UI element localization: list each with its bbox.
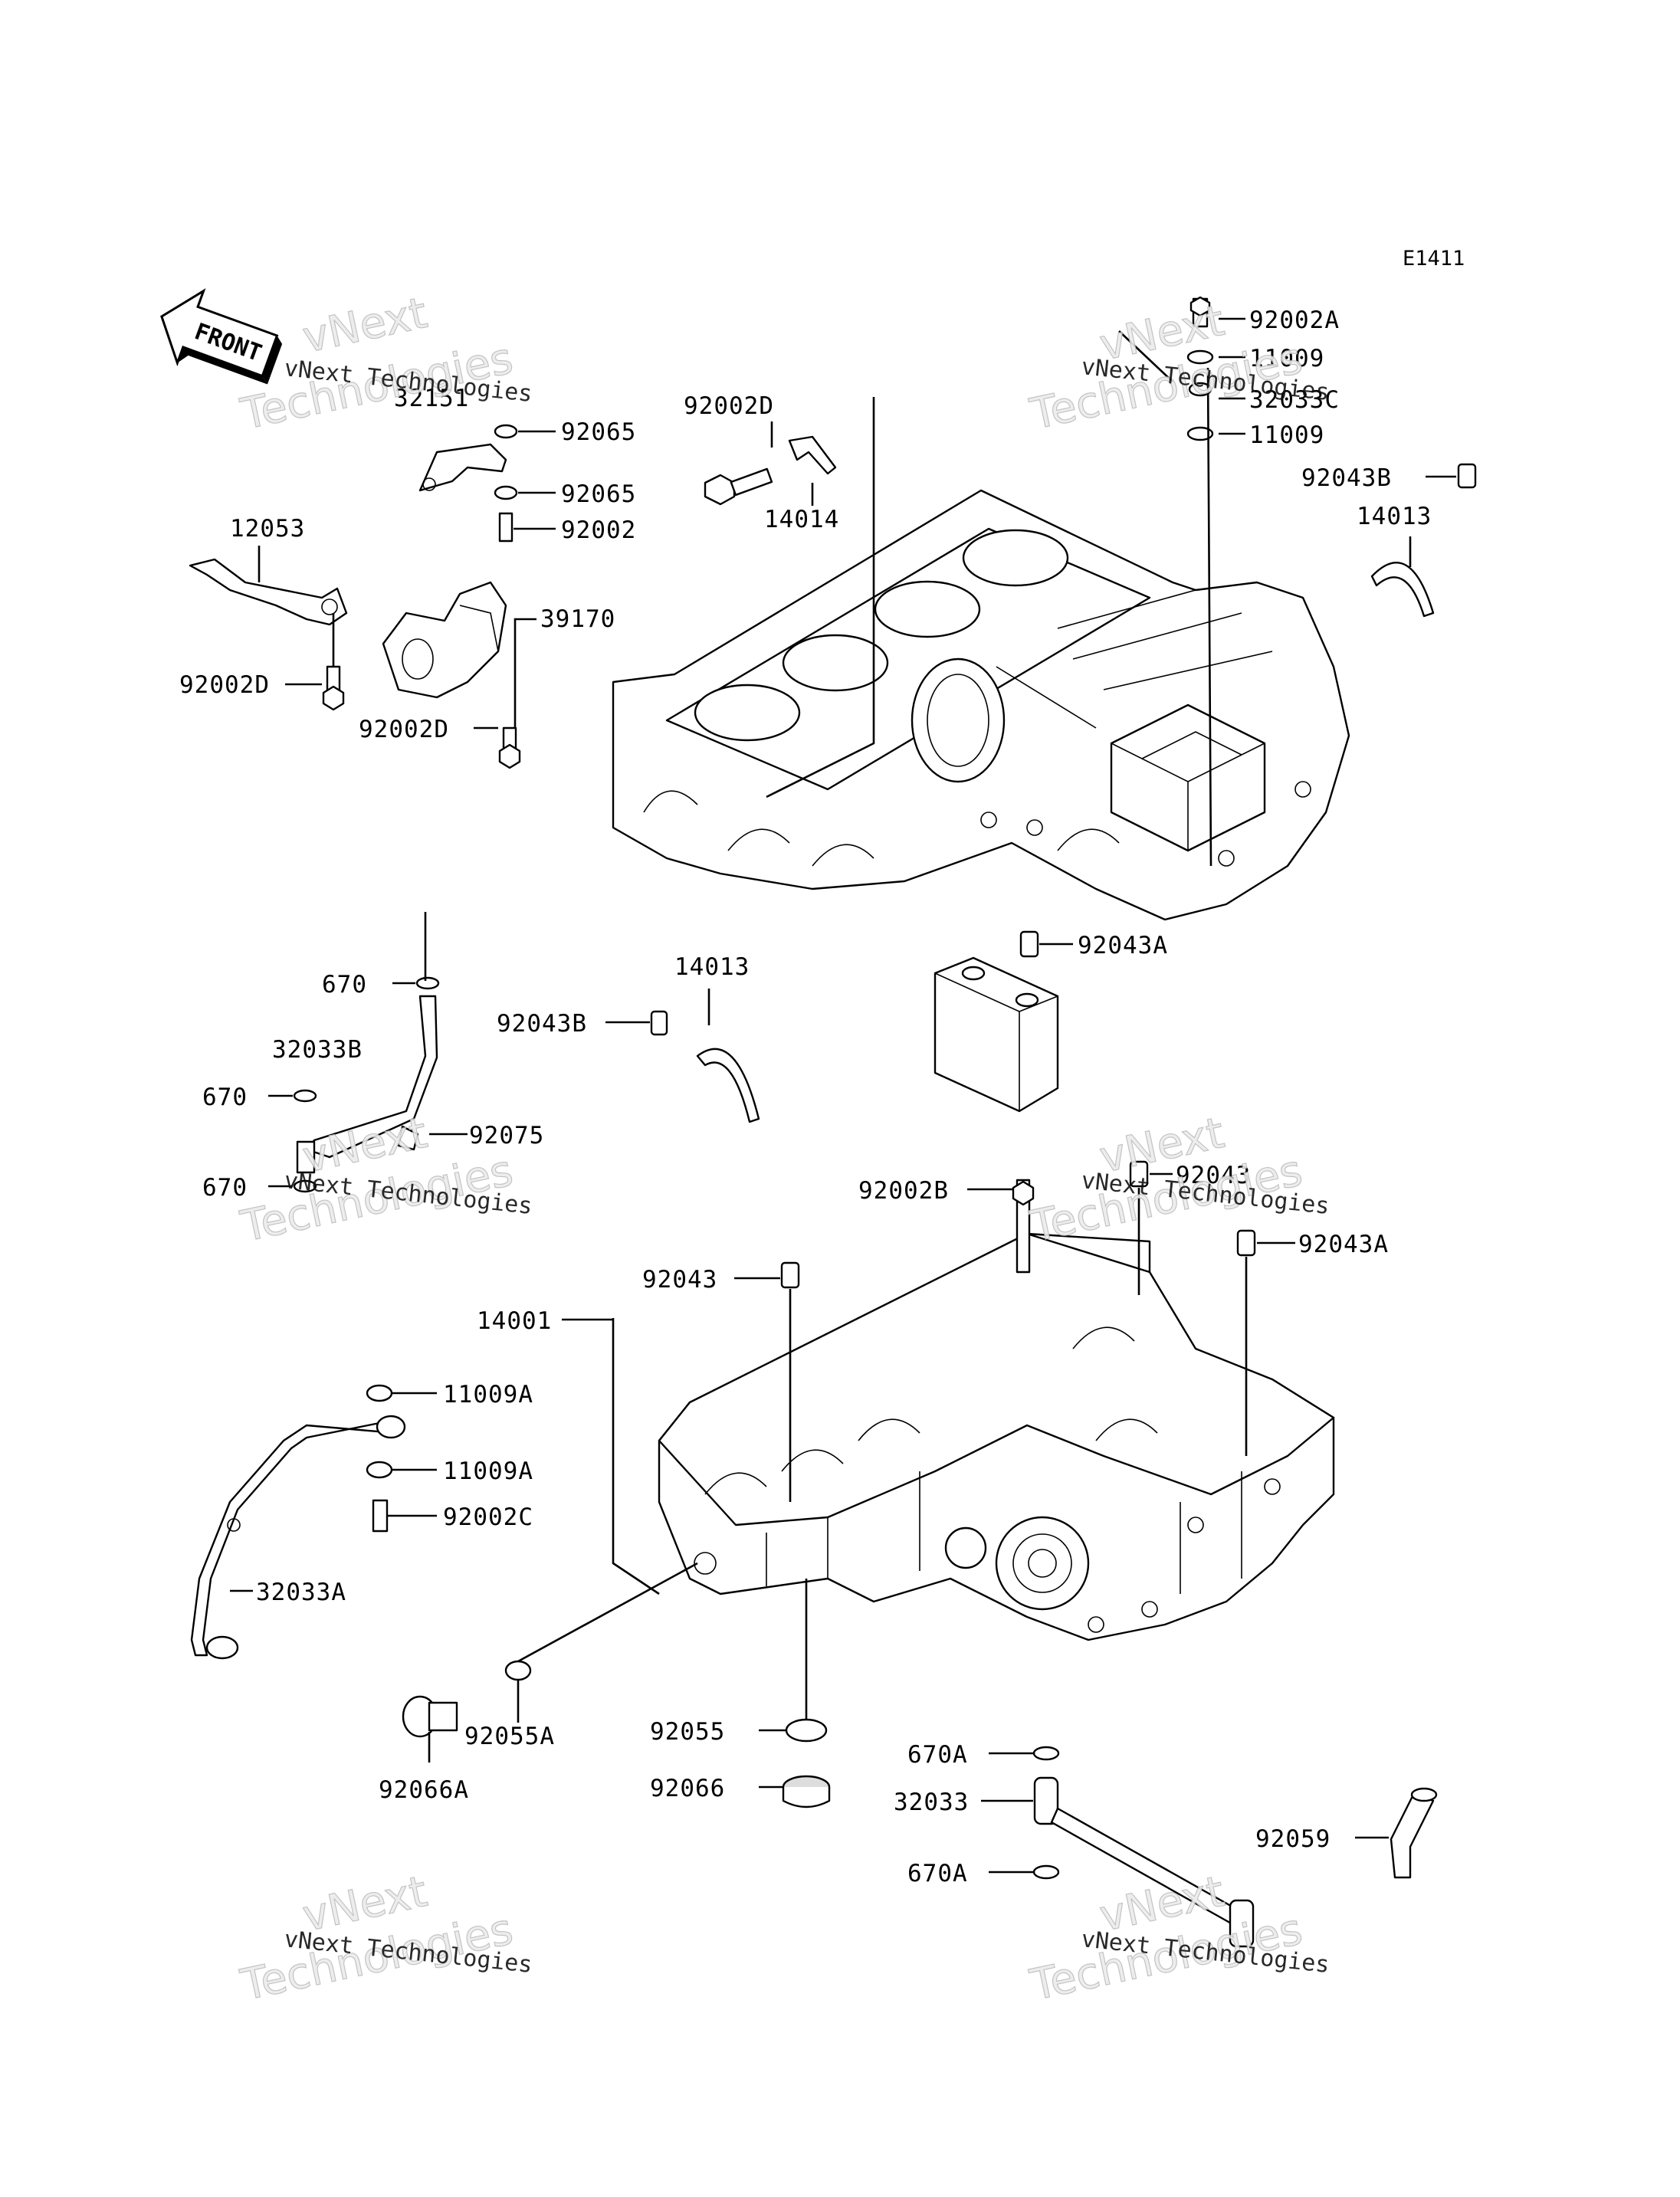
pipe-32033-icon (1033, 1776, 1255, 1948)
watermark-mid-left: vNext Technologies vNext Technologies (236, 1107, 533, 1252)
label-32151[interactable]: 32151 (394, 385, 469, 412)
watermark-top-left: vNext Technologies vNext Technologies (236, 287, 533, 440)
bolt-92002-icon (498, 512, 514, 543)
dowel-92043B-mid-icon (650, 1010, 668, 1036)
oring-670-a-icon (415, 976, 440, 990)
front-arrow-icon: FRONT (160, 288, 283, 385)
washer-11009A-a-icon (366, 1384, 393, 1402)
dowel-92043-left-icon (780, 1261, 800, 1289)
dowel-92043-right-icon (1129, 1160, 1149, 1188)
label-670A-b[interactable]: 670A (907, 1860, 968, 1887)
part-labels: 92002A 11009 32033C 11009 92043B 14013 3… (179, 307, 1432, 1887)
lower-case-frame (612, 1318, 660, 1595)
label-14013-top[interactable]: 14013 (1357, 503, 1432, 530)
oring-92055A-icon (504, 1660, 532, 1681)
label-14001[interactable]: 14001 (477, 1307, 552, 1335)
washer-11009-icon (1186, 349, 1214, 365)
label-92002D-left[interactable]: 92002D (179, 671, 270, 699)
oring-670-c-icon (293, 1179, 317, 1193)
label-32033C[interactable]: 32033C (1249, 386, 1340, 414)
label-92002B[interactable]: 92002B (858, 1177, 949, 1205)
plug-92066A-icon (402, 1695, 458, 1738)
label-92066A[interactable]: 92066A (379, 1776, 469, 1804)
nozzle-92059-icon (1390, 1787, 1438, 1879)
label-92002D-top[interactable]: 92002D (684, 392, 774, 420)
oring-92055-icon (785, 1718, 828, 1743)
label-92066[interactable]: 92066 (650, 1775, 725, 1802)
plug-92066-icon (782, 1775, 831, 1808)
label-92043B-mid[interactable]: 92043B (497, 1010, 587, 1038)
bearing-14013-mid-icon (696, 1048, 760, 1123)
label-14014[interactable]: 14014 (764, 506, 839, 533)
washer-11009-b-icon (1186, 426, 1214, 441)
dowel-92043A-top-icon (1019, 930, 1039, 958)
leader (517, 1562, 698, 1663)
housing-39170-icon (382, 581, 507, 699)
label-92055[interactable]: 92055 (650, 1718, 725, 1746)
bolt-92002D-mid-icon (498, 726, 521, 769)
label-92059[interactable]: 92059 (1255, 1825, 1331, 1853)
watermark-bottom-right: vNext Technologies vNext Technologies (1025, 1866, 1331, 2011)
label-12053[interactable]: 12053 (230, 515, 305, 543)
label-14013-mid[interactable]: 14013 (674, 953, 750, 981)
leader (1118, 330, 1212, 867)
label-670-a[interactable]: 670 (322, 971, 367, 998)
upper-case-frame (766, 397, 875, 798)
pipe-32033A-icon (190, 1415, 406, 1660)
bolt-92002D-left-icon (322, 665, 345, 711)
bolt-92002A-icon (1189, 296, 1211, 328)
label-11009A-b[interactable]: 11009A (443, 1458, 533, 1485)
label-39170[interactable]: 39170 (540, 605, 615, 633)
label-670-b[interactable]: 670 (202, 1084, 248, 1111)
label-92043-left[interactable]: 92043 (642, 1266, 717, 1294)
pipe-32151-icon (418, 443, 507, 492)
label-670A-a[interactable]: 670A (907, 1741, 968, 1769)
fitting-32033C-icon (1188, 382, 1212, 397)
label-32033B[interactable]: 32033B (272, 1036, 363, 1064)
diagram-code: E1411 (1403, 247, 1465, 271)
dowel-92043B-top-icon (1457, 463, 1477, 489)
guide-14014-icon (788, 435, 837, 475)
label-92065-a[interactable]: 92065 (561, 418, 636, 446)
pipe-32033B-icon (296, 995, 438, 1174)
bracket-12053-icon (189, 558, 348, 626)
bearing-cap-block (934, 956, 1059, 1113)
watermark-mid-right: vNext Technologies vNext Technologies (1025, 1107, 1331, 1252)
dowel-92043A-right-icon (1236, 1229, 1256, 1257)
label-92002[interactable]: 92002 (561, 516, 636, 544)
label-92075[interactable]: 92075 (469, 1122, 544, 1149)
clip-92075-icon (397, 1125, 419, 1151)
washer-92065-a-icon (494, 424, 518, 439)
bearing-14013-top-icon (1370, 562, 1435, 618)
upper-crankcase (612, 489, 1350, 921)
bolt-92002D-top-icon (704, 467, 773, 506)
oring-670-b-icon (293, 1089, 317, 1103)
oring-670A-a-icon (1032, 1746, 1060, 1761)
label-92055A[interactable]: 92055A (464, 1723, 555, 1750)
label-92065-b[interactable]: 92065 (561, 480, 636, 508)
label-92043A-right[interactable]: 92043A (1298, 1231, 1389, 1258)
label-92002D-mid[interactable]: 92002D (359, 716, 449, 743)
washer-11009A-b-icon (366, 1461, 393, 1479)
label-92002A[interactable]: 92002A (1249, 307, 1340, 334)
label-32033[interactable]: 32033 (894, 1789, 969, 1816)
svg-text:vNext: vNext (298, 288, 431, 363)
label-92002C[interactable]: 92002C (443, 1503, 533, 1531)
label-11009[interactable]: 11009 (1249, 345, 1324, 372)
bolt-92002B-icon (1012, 1179, 1035, 1274)
label-11009-b[interactable]: 11009 (1249, 421, 1324, 449)
washer-92065-b-icon (494, 485, 518, 500)
label-32033A[interactable]: 32033A (256, 1579, 346, 1606)
label-92043-right[interactable]: 92043 (1176, 1162, 1251, 1189)
lower-crankcase (658, 1232, 1335, 1641)
bolt-92002C-icon (372, 1499, 389, 1533)
leader-lines (230, 317, 1456, 1874)
oring-670A-b-icon (1032, 1864, 1060, 1880)
label-92043B-top[interactable]: 92043B (1301, 464, 1392, 492)
watermark-bottom-left: vNext Technologies vNext Technologies (236, 1866, 533, 2011)
label-11009A-a[interactable]: 11009A (443, 1381, 533, 1408)
label-670-c[interactable]: 670 (202, 1174, 248, 1202)
label-92043A-top[interactable]: 92043A (1078, 932, 1168, 959)
